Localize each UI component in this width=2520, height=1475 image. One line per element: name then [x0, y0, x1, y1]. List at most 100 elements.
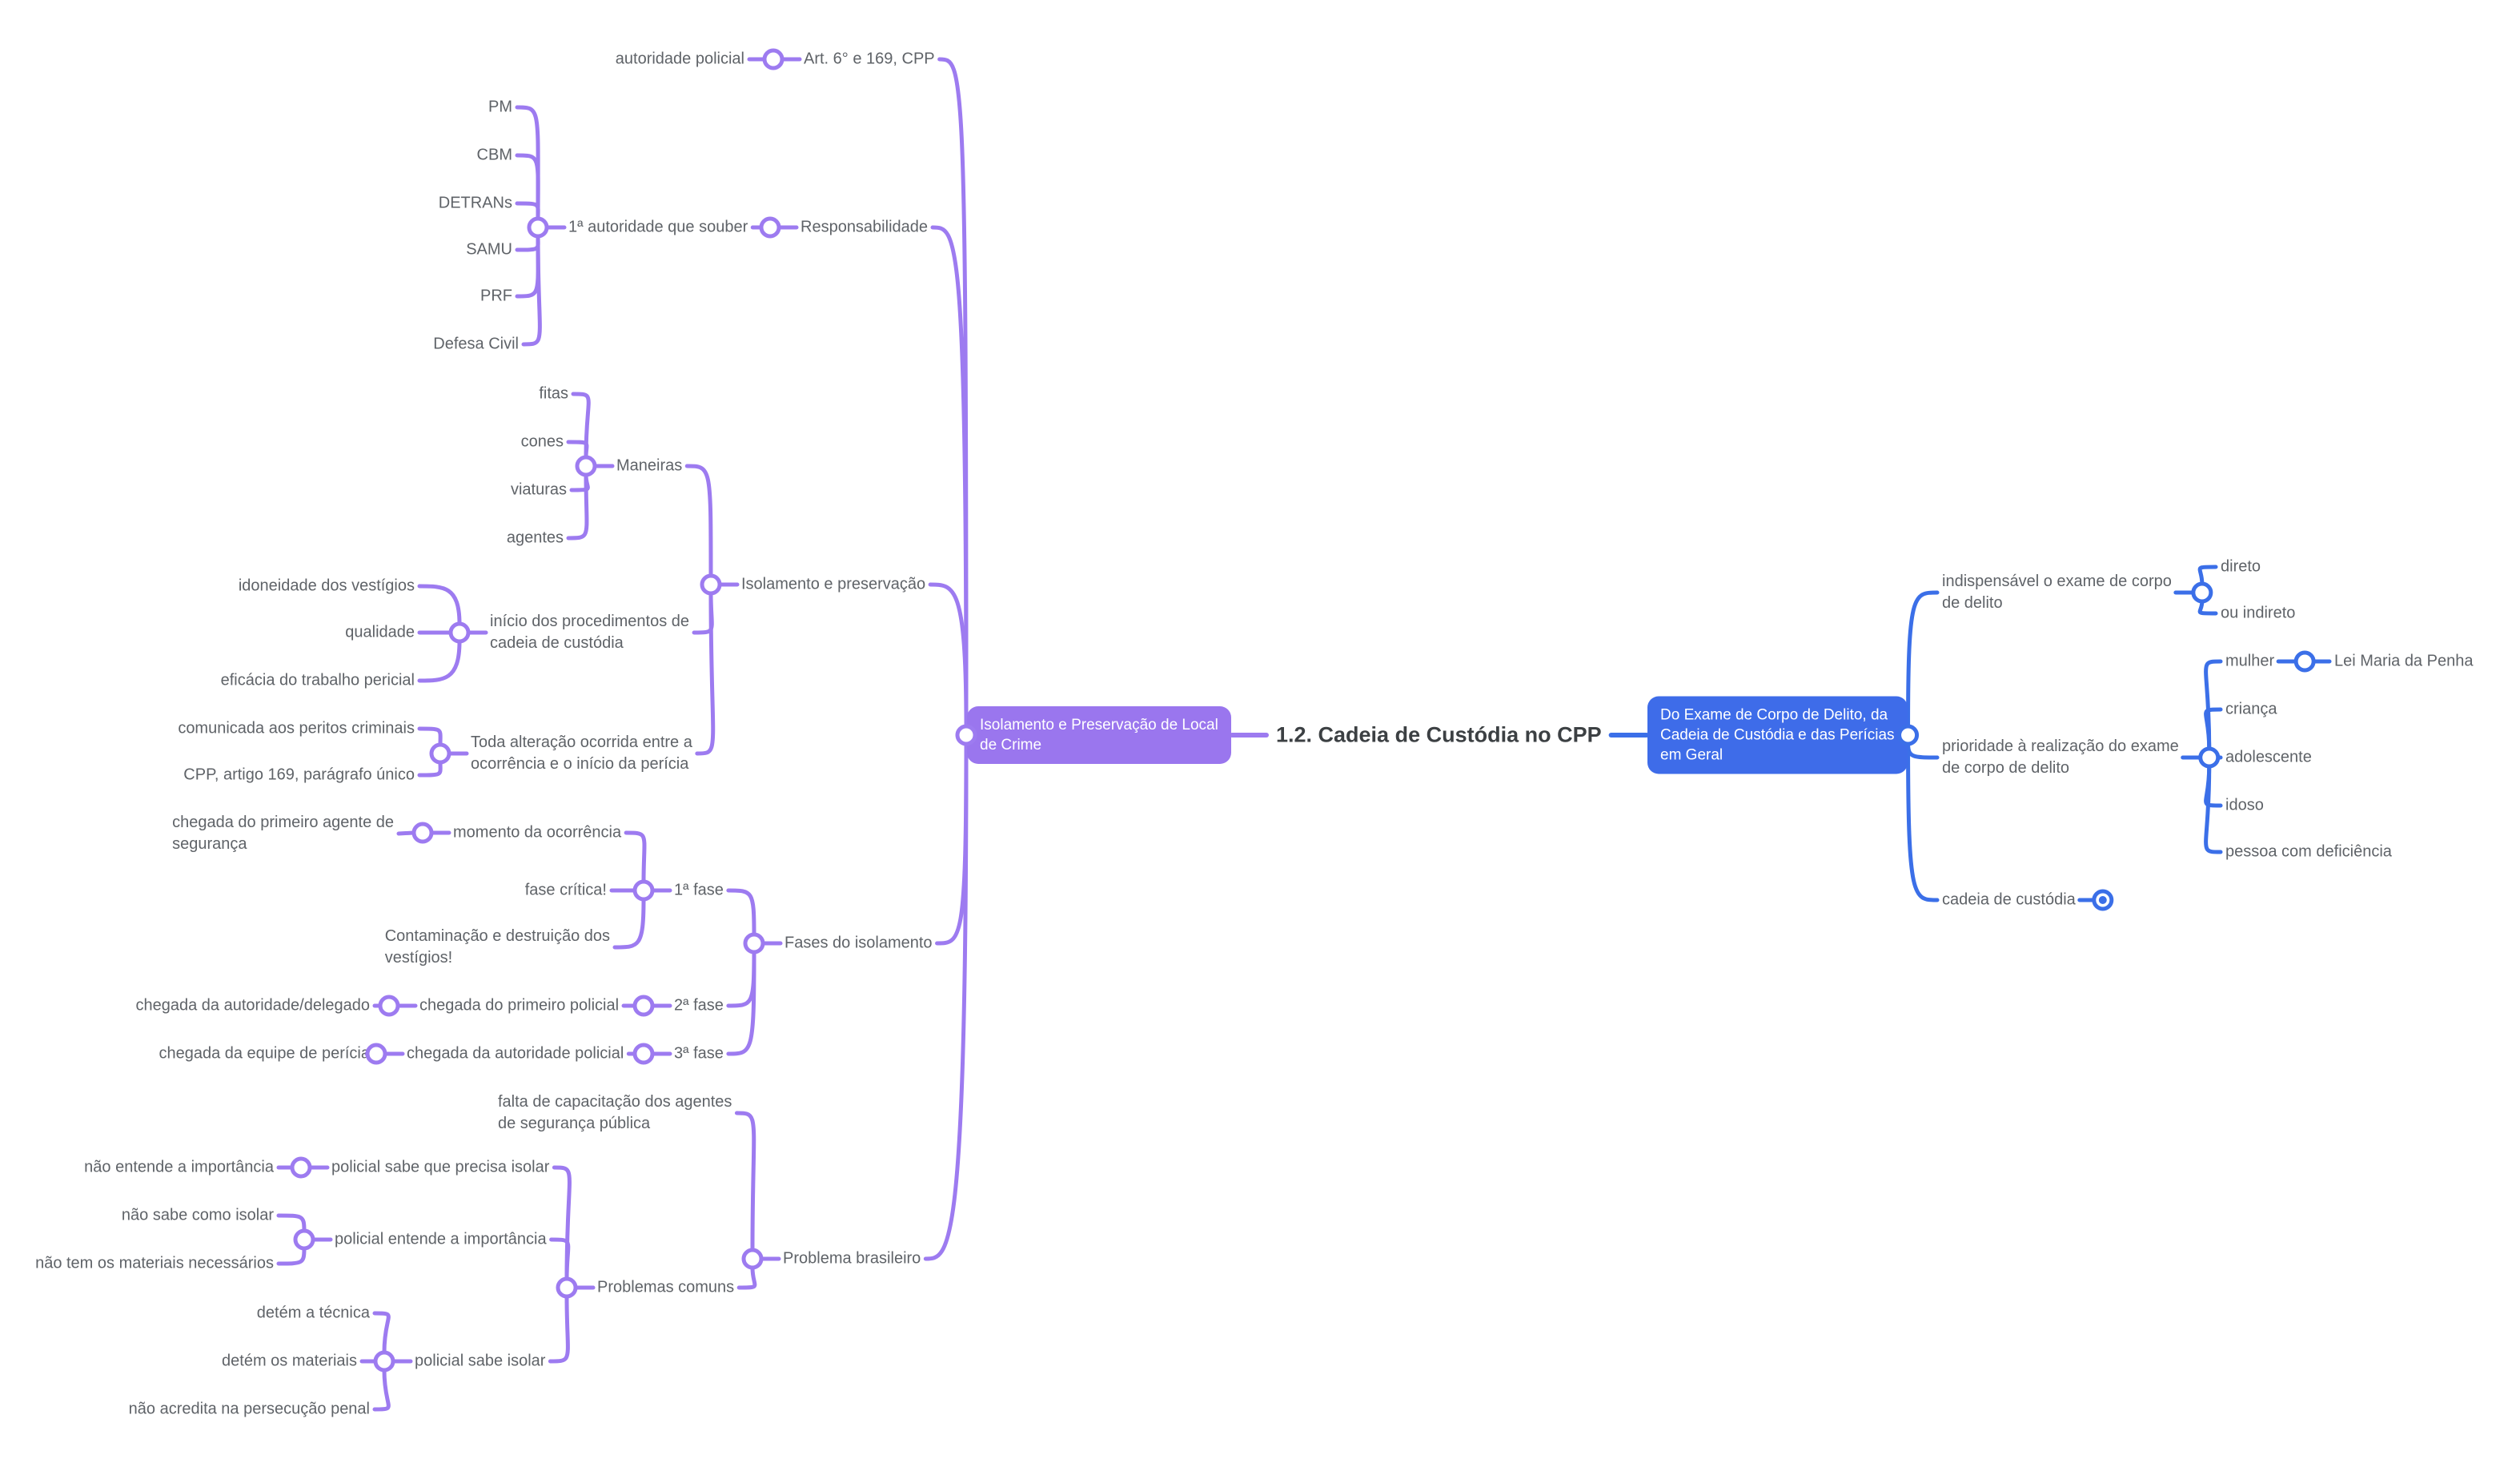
node-fase2[interactable]: 2ª fase — [674, 995, 724, 1017]
node-cheg-autpol[interactable]: chegada da autoridade policial — [407, 1043, 624, 1065]
node-falta[interactable]: falta de capacitação dos agentes de segur… — [498, 1091, 732, 1135]
node-label-line: 3ª fase — [674, 1044, 724, 1063]
node-viaturas[interactable]: viaturas — [511, 480, 567, 501]
node-label-line: falta de capacitação dos agentes — [498, 1093, 732, 1111]
node-prim-aut[interactable]: 1ª autoridade que souber — [568, 217, 748, 239]
node-isol[interactable]: Isolamento e preservação — [741, 574, 925, 596]
connector-line — [928, 582, 969, 729]
node-label-line: não sabe como isolar — [121, 1206, 274, 1224]
node-label-line: Fases do isolamento — [784, 934, 933, 952]
node-title[interactable]: 1.2. Cadeia de Custódia no CPP — [1276, 724, 1602, 746]
node-label-line: SAMU — [466, 240, 512, 259]
node-sabe-prec[interactable]: policial sabe que precisa isolar — [331, 1157, 549, 1179]
node-idoso[interactable]: idoso — [2225, 795, 2264, 817]
node-label-line: em Geral — [1660, 746, 1723, 764]
node-label-line: chegada do primeiro agente de — [172, 814, 394, 831]
node-cpp169[interactable]: CPP, artigo 169, parágrafo único — [183, 765, 415, 786]
node-pcd[interactable]: pessoa com deficiência — [2225, 842, 2392, 863]
node-pm[interactable]: PM — [488, 97, 512, 119]
connector-line — [276, 1213, 307, 1233]
node-art[interactable]: Art. 6° e 169, CPP — [804, 49, 935, 70]
connector-line — [571, 392, 591, 460]
node-cheg-per[interactable]: chegada da equipe de perícia — [159, 1043, 370, 1065]
node-label-line: momento da ocorrência — [453, 823, 622, 842]
node-leimaria[interactable]: Lei Maria da Penha — [2334, 651, 2473, 673]
node-label-line: prioridade à realização do exame — [1942, 738, 2179, 755]
connector-line — [417, 726, 443, 747]
node-nao-sabe[interactable]: não sabe como isolar — [122, 1205, 274, 1227]
node-probcom[interactable]: Problemas comuns — [597, 1277, 734, 1299]
node-defciv[interactable]: Defesa Civil — [433, 334, 519, 356]
node-cheg-pol[interactable]: chegada do primeiro policial — [419, 995, 619, 1017]
node-det-mat[interactable]: detém os materiais — [222, 1351, 357, 1373]
node-cbm[interactable]: CBM — [477, 145, 512, 167]
connector-line — [726, 888, 756, 937]
connector-line — [726, 950, 756, 1056]
connector-line — [396, 830, 415, 836]
node-efic[interactable]: eficácia do trabalho pericial — [221, 670, 415, 692]
node-label-line: de delito — [1942, 594, 2003, 612]
node-nao-tem[interactable]: não tem os materiais necessários — [35, 1253, 274, 1275]
node-label-line: Contaminação e destruição dos — [384, 927, 610, 945]
node-label-line: cadeia de custódia — [490, 634, 624, 652]
node-agentes[interactable]: agentes — [507, 528, 564, 549]
node-samu[interactable]: SAMU — [466, 239, 512, 261]
connector-line — [612, 897, 646, 950]
node-fase1[interactable]: 1ª fase — [674, 880, 724, 902]
node-label-line: qualidade — [345, 623, 415, 641]
node-contam[interactable]: Contaminação e destruição dos vestígios! — [385, 926, 610, 969]
node-adol[interactable]: adolescente — [2225, 747, 2312, 769]
node-nao-ent[interactable]: não entende a importância — [84, 1157, 274, 1179]
node-comu[interactable]: comunicada aos peritos criminais — [178, 718, 415, 740]
node-label-line: fase crítica! — [524, 881, 607, 899]
node-label-line: de segurança pública — [498, 1115, 651, 1132]
node-label-line: Isolamento e Preservação de Local — [980, 717, 1218, 733]
node-resp[interactable]: Responsabilidade — [801, 217, 928, 239]
connector-line — [515, 201, 540, 221]
node-sabe-isol[interactable]: policial sabe isolar — [415, 1351, 545, 1373]
node-fasecrit[interactable]: fase crítica! — [525, 880, 607, 902]
node-mulher[interactable]: mulher — [2225, 651, 2274, 673]
node-detrans[interactable]: DETRANs — [439, 193, 512, 215]
node-indisp[interactable]: indispensável o exame de corpo de delito — [1942, 571, 2172, 614]
node-qual[interactable]: qualidade — [345, 622, 415, 644]
connector-line — [549, 1237, 571, 1281]
node-inicio[interactable]: início dos procedimentos de cadeia de cus… — [490, 611, 689, 654]
node-crianca[interactable]: criança — [2225, 699, 2277, 721]
node-fase3[interactable]: 3ª fase — [674, 1043, 724, 1065]
node-label-line: início dos procedimentos de — [490, 613, 690, 630]
node-label-line: agentes — [506, 529, 564, 547]
node-prf[interactable]: PRF — [480, 286, 512, 307]
node-ent-imp[interactable]: policial entende a importância — [335, 1229, 547, 1251]
node-label-line: detém a técnica — [256, 1304, 370, 1322]
node-probr[interactable]: Problema brasileiro — [783, 1248, 921, 1270]
node-idon[interactable]: idoneidade dos vestígios — [239, 576, 415, 597]
connector-line — [2197, 565, 2218, 586]
node-label-line: comunicada aos peritos criminais — [178, 719, 415, 738]
node-label-line: Toda alteração ocorrida entre a — [471, 733, 692, 751]
node-det-tec[interactable]: detém a técnica — [257, 1303, 370, 1324]
node-label-line: indispensável o exame de corpo — [1942, 573, 2172, 590]
node-momento[interactable]: momento da ocorrência — [453, 822, 621, 844]
node-cones[interactable]: cones — [521, 432, 564, 453]
node-cheg-del[interactable]: chegada da autoridade/delegado — [136, 995, 370, 1017]
node-cadeia[interactable]: cadeia de custódia — [1942, 890, 2076, 911]
node-fases[interactable]: Fases do isolamento — [784, 933, 933, 955]
node-label-line: Cadeia de Custódia e das Perícias — [1660, 726, 1895, 744]
node-maneiras[interactable]: Maneiras — [616, 456, 682, 477]
node-ou-ind[interactable]: ou indireto — [2221, 603, 2295, 625]
node-label-line: idoso — [2225, 796, 2264, 814]
node-autpol[interactable]: autoridade policial — [616, 49, 744, 70]
node-direto[interactable]: direto — [2221, 557, 2261, 578]
connector-line — [2197, 599, 2218, 616]
node-fitas[interactable]: fitas — [539, 384, 568, 405]
node-label-line: vestígios! — [384, 949, 453, 967]
node-nao-acred[interactable]: não acredita na persecução penal — [129, 1399, 370, 1421]
